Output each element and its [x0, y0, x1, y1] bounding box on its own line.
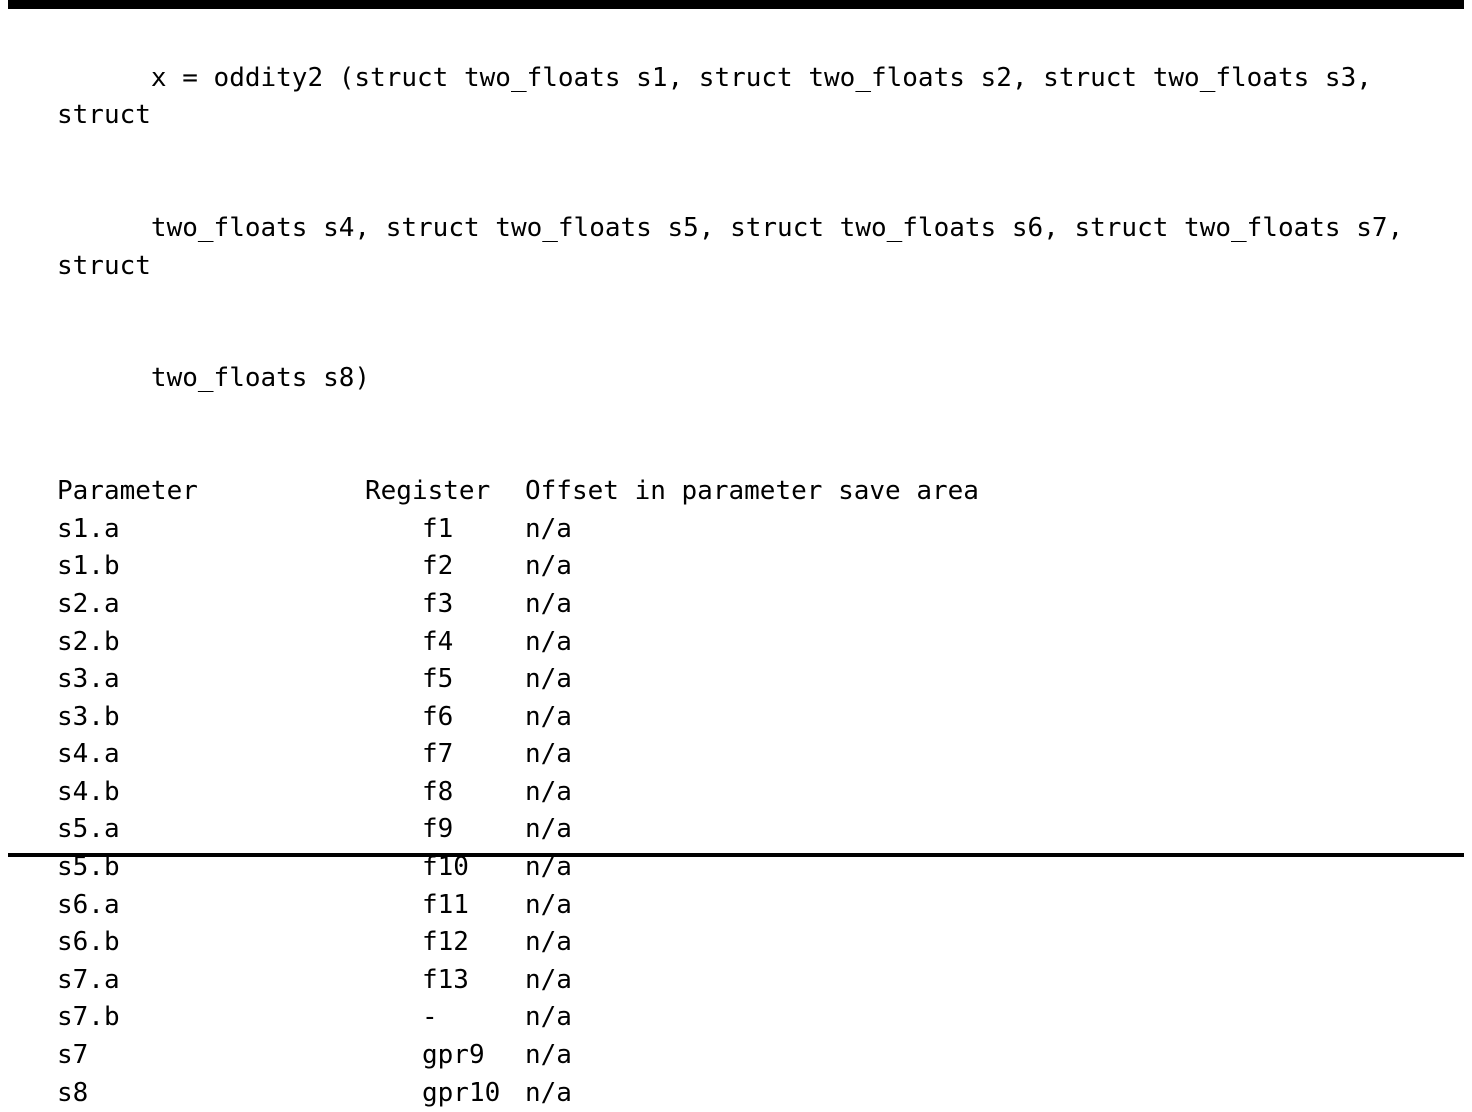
cell-offset: n/a: [525, 513, 572, 544]
table-row: s6.a f11 n/a: [57, 887, 1085, 925]
cell-register: f2: [422, 551, 454, 582]
cell-register: f7: [422, 739, 454, 770]
cell-parameter: s7.b: [57, 1002, 120, 1033]
table-header: Parameter Register Offset in parameter s…: [57, 473, 1085, 511]
table-row: s8 gpr10 n/a: [57, 1075, 1085, 1112]
table-row: s3.b f6 n/a: [57, 699, 1085, 737]
cell-register: f6: [422, 701, 454, 732]
cell-parameter: s8: [57, 1077, 89, 1108]
cell-offset: n/a: [525, 551, 572, 582]
parameter-register-table: Parameter Register Offset in parameter s…: [57, 473, 1085, 1112]
column-header-parameter: Parameter: [57, 476, 198, 507]
table-row: s4.a f7 n/a: [57, 736, 1085, 774]
table-header-row: Parameter Register Offset in parameter s…: [57, 473, 1085, 511]
cell-register: f3: [422, 588, 454, 619]
document-page: x = oddity2 (struct two_floats s1, struc…: [8, 0, 1464, 1108]
cell-offset: n/a: [525, 889, 572, 920]
table-row: s1.a f1 n/a: [57, 511, 1085, 549]
cell-offset: n/a: [525, 701, 572, 732]
cell-register: f11: [422, 889, 469, 920]
table-row: s7.a f13 n/a: [57, 962, 1085, 1000]
table-row: s7.b - n/a: [57, 999, 1085, 1037]
table-row: s2.b f4 n/a: [57, 624, 1085, 662]
table-row: s5.a f9 n/a: [57, 811, 1085, 849]
cell-register: f8: [422, 776, 454, 807]
cell-register: f1: [422, 513, 454, 544]
column-header-offset: Offset in parameter save area: [525, 476, 979, 507]
cell-register: gpr9: [422, 1040, 485, 1071]
cell-parameter: s1.a: [57, 513, 120, 544]
cell-parameter: s3.a: [57, 664, 120, 695]
cell-offset: n/a: [525, 927, 572, 958]
cell-parameter: s6.a: [57, 889, 120, 920]
blank-line-spacer: [57, 436, 1412, 474]
cell-offset: n/a: [525, 776, 572, 807]
cell-offset: n/a: [525, 1040, 572, 1071]
cell-parameter: s5.a: [57, 814, 120, 845]
cell-register: f13: [422, 964, 469, 995]
table-row: s3.a f5 n/a: [57, 661, 1085, 699]
table-body: s1.a f1 n/a s1.b f2 n/a s2.a f3 n/a s2.b…: [57, 511, 1085, 1112]
cell-register: f12: [422, 927, 469, 958]
cell-offset: n/a: [525, 664, 572, 695]
column-header-register: Register: [365, 476, 491, 507]
table-row: s2.a f3 n/a: [57, 586, 1085, 624]
function-signature: x = oddity2 (struct two_floats s1, struc…: [57, 22, 1412, 436]
table-row: s6.b f12 n/a: [57, 924, 1085, 962]
cell-parameter: s6.b: [57, 927, 120, 958]
table-row: s4.b f8 n/a: [57, 774, 1085, 812]
top-rule: [8, 0, 1464, 9]
bottom-rule: [8, 853, 1464, 857]
document-content: x = oddity2 (struct two_floats s1, struc…: [57, 22, 1412, 1112]
cell-offset: n/a: [525, 814, 572, 845]
table-row: s7 gpr9 n/a: [57, 1037, 1085, 1075]
table-row: s1.b f2 n/a: [57, 548, 1085, 586]
signature-line-2: two_floats s4, struct two_floats s5, str…: [57, 212, 1419, 281]
cell-parameter: s4.b: [57, 776, 120, 807]
cell-parameter: s3.b: [57, 701, 120, 732]
cell-offset: n/a: [525, 588, 572, 619]
signature-line-1: x = oddity2 (struct two_floats s1, struc…: [57, 62, 1388, 131]
cell-register: f9: [422, 814, 454, 845]
cell-register: f5: [422, 664, 454, 695]
cell-parameter: s2.b: [57, 626, 120, 657]
cell-register: -: [422, 1002, 438, 1033]
cell-register: f4: [422, 626, 454, 657]
cell-offset: n/a: [525, 739, 572, 770]
cell-offset: n/a: [525, 1002, 572, 1033]
cell-register: gpr10: [422, 1077, 501, 1108]
cell-offset: n/a: [525, 626, 572, 657]
cell-parameter: s1.b: [57, 551, 120, 582]
cell-parameter: s4.a: [57, 739, 120, 770]
signature-line-3: two_floats s8): [150, 363, 371, 394]
cell-offset: n/a: [525, 964, 572, 995]
cell-parameter: s2.a: [57, 588, 120, 619]
cell-parameter: s7: [57, 1040, 89, 1071]
cell-parameter: s7.a: [57, 964, 120, 995]
cell-offset: n/a: [525, 1077, 572, 1108]
